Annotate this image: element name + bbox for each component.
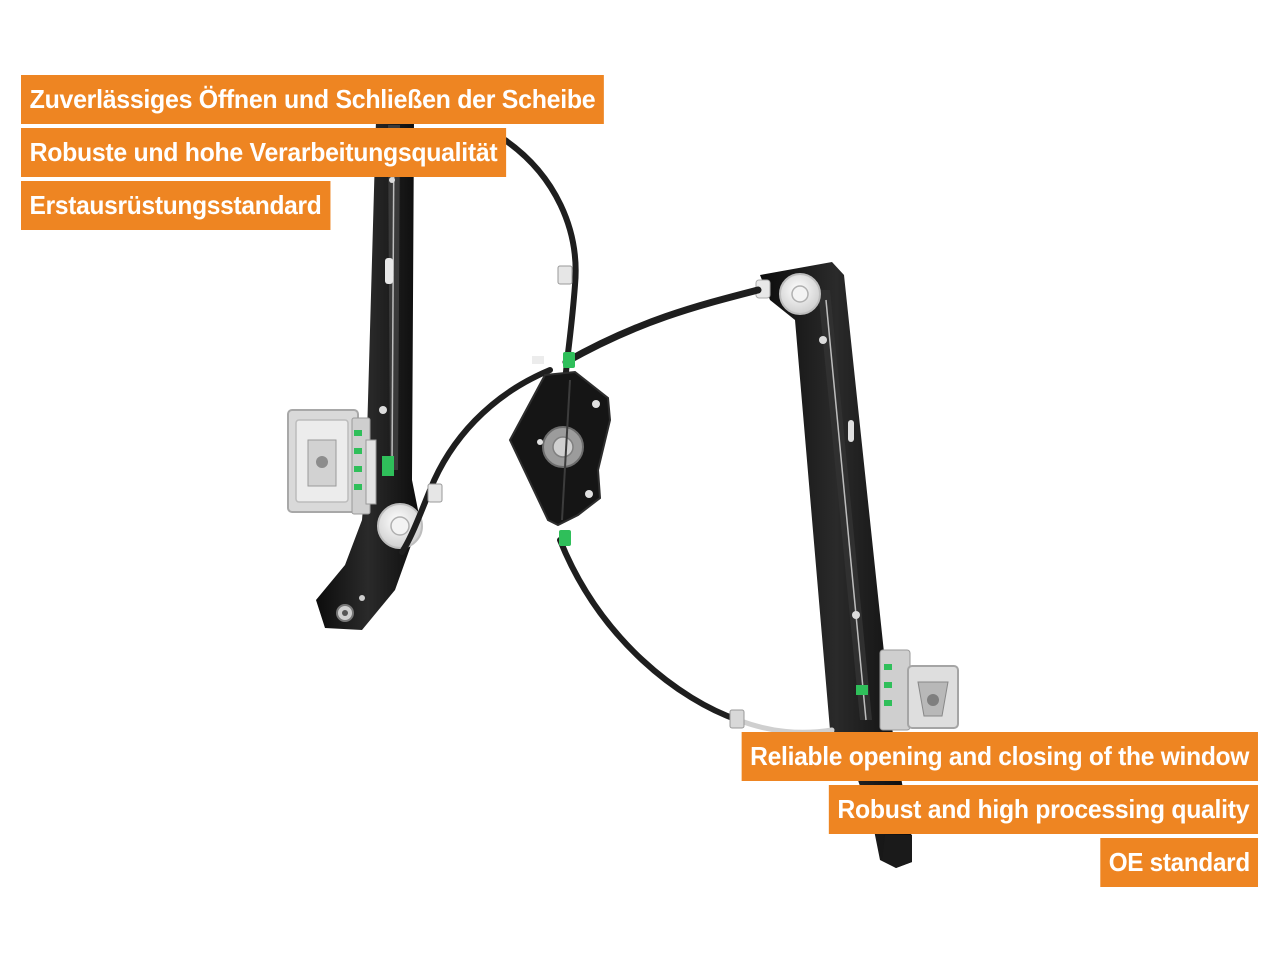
- left-glass-carrier: [287, 409, 394, 515]
- badge-en-oe: OE standard: [1100, 838, 1258, 887]
- cable-fittings: [427, 265, 745, 729]
- regulator-cables: [399, 137, 835, 735]
- badge-en-reliable: Reliable opening and closing of the wind…: [742, 732, 1258, 781]
- drive-housing: [508, 370, 612, 527]
- badge-de-oe: Erstausrüstungsstandard: [21, 181, 330, 230]
- badge-en-robust: Robust and high processing quality: [829, 785, 1258, 834]
- right-upper-pulley: [755, 273, 821, 315]
- badge-de-reliable: Zuverlässiges Öffnen und Schließen der S…: [21, 75, 604, 124]
- right-guide-rail: [760, 262, 912, 868]
- left-lower-pulley: [377, 503, 423, 549]
- badge-de-robust: Robuste und hohe Verarbeitungsqualität: [21, 128, 506, 177]
- left-guide-rail: [316, 120, 420, 630]
- right-glass-carrier: [856, 649, 959, 731]
